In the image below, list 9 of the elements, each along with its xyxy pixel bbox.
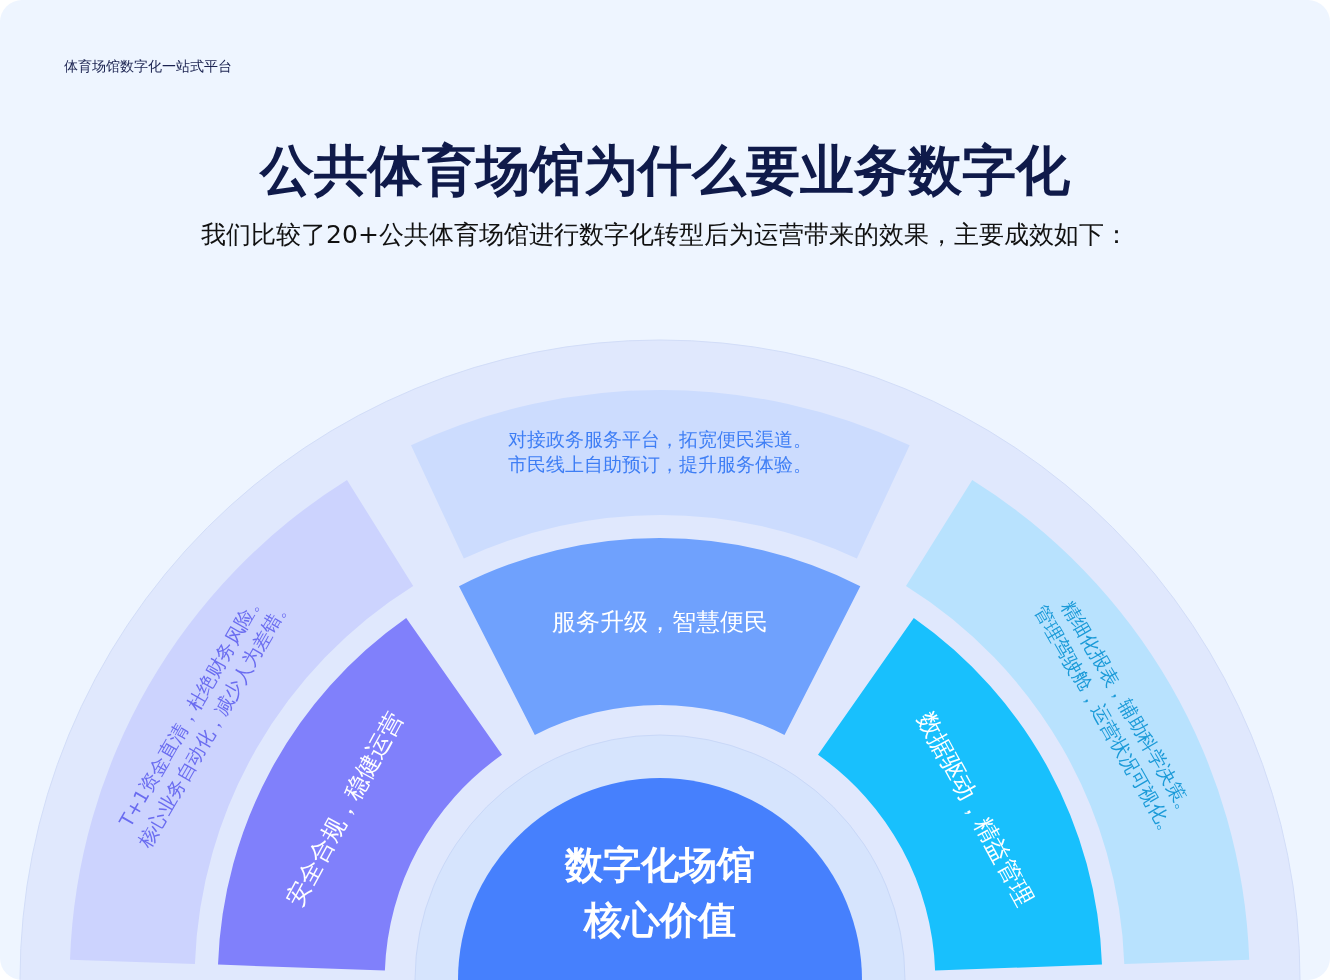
segment-title: 数据驱动，精益管理	[910, 706, 1041, 912]
center-title: 数字化场馆核心价值	[563, 842, 756, 945]
segment-title: 服务升级，智慧便民	[552, 606, 768, 638]
subtitle: 我们比较了20+公共体育场馆进行数字化转型后为运营带来的效果，主要成效如下：	[200, 219, 1130, 251]
segment-description: 市民线上自助预订，提升服务体验。	[508, 452, 812, 478]
title: 公共体育场馆为什么要业务数字化	[258, 138, 1071, 204]
segment-title: 安全合规，稳健运营	[279, 706, 410, 912]
segment-description: 对接政务服务平台，拓宽便民渠道。	[508, 426, 812, 452]
header-text: 体育场馆数字化一站式平台	[64, 58, 232, 76]
